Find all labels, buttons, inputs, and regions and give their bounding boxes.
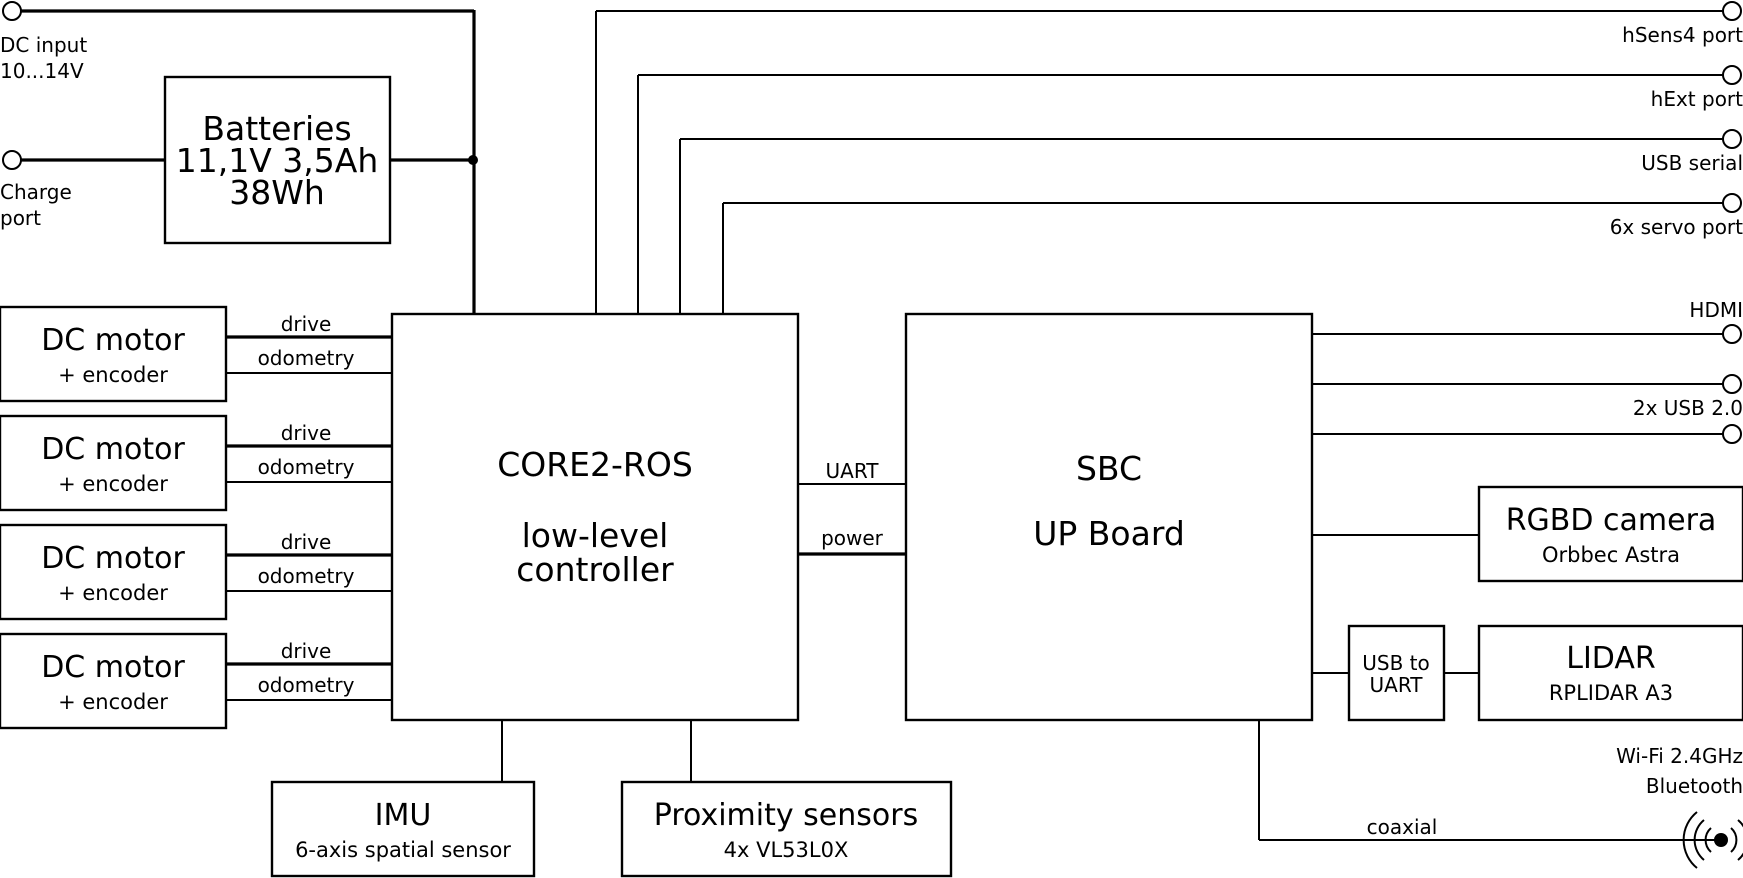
motor-title: DC motor xyxy=(41,432,185,467)
motor-subtitle: + encoder xyxy=(58,690,168,714)
batteries-box xyxy=(163,75,392,245)
hdmi-port-icon xyxy=(1722,324,1742,344)
servo-port-label: 6x servo port xyxy=(1610,215,1743,239)
usb-port-icon xyxy=(1722,374,1742,394)
sbc-subtitle: UP Board xyxy=(1033,514,1185,553)
antenna-wave xyxy=(1682,811,1698,869)
dc-input-port-icon xyxy=(2,1,22,21)
dc-input-label: DC input xyxy=(0,33,87,57)
usb-uart-box xyxy=(1347,624,1446,722)
antenna-wave xyxy=(1704,827,1712,853)
motor-subtitle: + encoder xyxy=(58,581,168,605)
usb-uart-label-2: UART xyxy=(1370,673,1424,697)
motor-4: DC motor + encoder drive odometry xyxy=(0,632,392,730)
antenna-wave xyxy=(1730,827,1738,853)
batteries-spec: 11,1V 3,5Ah xyxy=(176,141,379,180)
drive-label: drive xyxy=(281,530,332,554)
sbc-block: SBC UP Board xyxy=(904,312,1314,722)
dc-input-voltage-label: 10...14V xyxy=(0,59,84,83)
charge-port-icon xyxy=(2,150,22,170)
imu-subtitle: 6-axis spatial sensor xyxy=(295,838,511,862)
drive-label: drive xyxy=(281,639,332,663)
bluetooth-label: Bluetooth xyxy=(1646,774,1743,798)
motor-title: DC motor xyxy=(41,650,185,685)
charge-port-label: Charge xyxy=(0,180,72,204)
controller-box xyxy=(390,312,800,722)
hdmi-port-label: HDMI xyxy=(1689,298,1743,322)
camera-box xyxy=(1477,485,1743,583)
motor-box xyxy=(0,632,228,730)
usb-port-label: 2x USB 2.0 xyxy=(1633,396,1743,420)
motor-2: DC motor + encoder drive odometry xyxy=(0,414,392,512)
odometry-label: odometry xyxy=(258,346,355,370)
camera-block: RGBD camera Orbbec Astra xyxy=(1477,485,1743,583)
hext-port-icon xyxy=(1722,65,1742,85)
usb-serial-port-icon xyxy=(1722,129,1742,149)
controller-block: CORE2-ROS low-level controller xyxy=(390,312,800,722)
antenna-wave xyxy=(1693,819,1705,861)
sbc-box xyxy=(904,312,1314,722)
wifi-label: Wi-Fi 2.4GHz xyxy=(1616,744,1743,768)
camera-subtitle: Orbbec Astra xyxy=(1542,543,1680,567)
motor-title: DC motor xyxy=(41,323,185,358)
lidar-subtitle: RPLIDAR A3 xyxy=(1549,681,1673,705)
odometry-label: odometry xyxy=(258,455,355,479)
proximity-block: Proximity sensors 4x VL53L0X xyxy=(620,780,953,878)
power-wiring xyxy=(20,9,478,314)
batteries-title: Batteries xyxy=(202,109,351,148)
uart-label: UART xyxy=(826,459,880,483)
servo-port-icon xyxy=(1722,193,1742,213)
lidar-box xyxy=(1477,624,1743,722)
batteries-block: Batteries 11,1V 3,5Ah 38Wh xyxy=(163,75,392,245)
lidar-block: LIDAR RPLIDAR A3 xyxy=(1477,624,1743,722)
proximity-title: Proximity sensors xyxy=(654,798,918,833)
controller-subtitle-2: controller xyxy=(516,550,674,589)
imu-block: IMU 6-axis spatial sensor xyxy=(270,780,536,878)
charge-port-label-2: port xyxy=(0,206,41,230)
controller-subtitle-1: low-level xyxy=(522,516,669,555)
junction-dot xyxy=(468,155,478,165)
top-port-wiring xyxy=(595,10,1723,314)
motor-title: DC motor xyxy=(41,541,185,576)
usb-port-icon xyxy=(1722,424,1742,444)
proximity-subtitle: 4x VL53L0X xyxy=(724,838,849,862)
proximity-box xyxy=(620,780,953,878)
antenna-wave xyxy=(1737,819,1743,861)
hsens-port-icon xyxy=(1722,1,1742,21)
drive-label: drive xyxy=(281,312,332,336)
motor-1: DC motor + encoder drive odometry xyxy=(0,305,392,403)
sbc-title: SBC xyxy=(1076,449,1142,488)
usb-serial-port-label: USB serial xyxy=(1641,151,1743,175)
drive-label: drive xyxy=(281,421,332,445)
coaxial-label: coaxial xyxy=(1367,815,1438,839)
hext-port-label: hExt port xyxy=(1651,87,1743,111)
motor-box xyxy=(0,523,228,621)
camera-title: RGBD camera xyxy=(1506,503,1717,538)
odometry-label: odometry xyxy=(258,673,355,697)
imu-box xyxy=(270,780,536,878)
odometry-label: odometry xyxy=(258,564,355,588)
power-label: power xyxy=(821,526,884,550)
usb-uart-label-1: USB to xyxy=(1362,651,1430,675)
motor-box xyxy=(0,414,228,512)
batteries-energy: 38Wh xyxy=(229,173,325,212)
motor-3: DC motor + encoder drive odometry xyxy=(0,523,392,621)
lidar-title: LIDAR xyxy=(1566,641,1656,676)
antenna-dot xyxy=(1714,833,1728,847)
motor-subtitle: + encoder xyxy=(58,472,168,496)
motor-subtitle: + encoder xyxy=(58,363,168,387)
usb-uart-block: USB to UART xyxy=(1347,624,1446,722)
motor-box xyxy=(0,305,228,403)
antenna-icon xyxy=(1682,811,1743,869)
imu-title: IMU xyxy=(375,798,432,833)
hsens-port-label: hSens4 port xyxy=(1622,23,1743,47)
controller-title: CORE2-ROS xyxy=(497,445,693,484)
